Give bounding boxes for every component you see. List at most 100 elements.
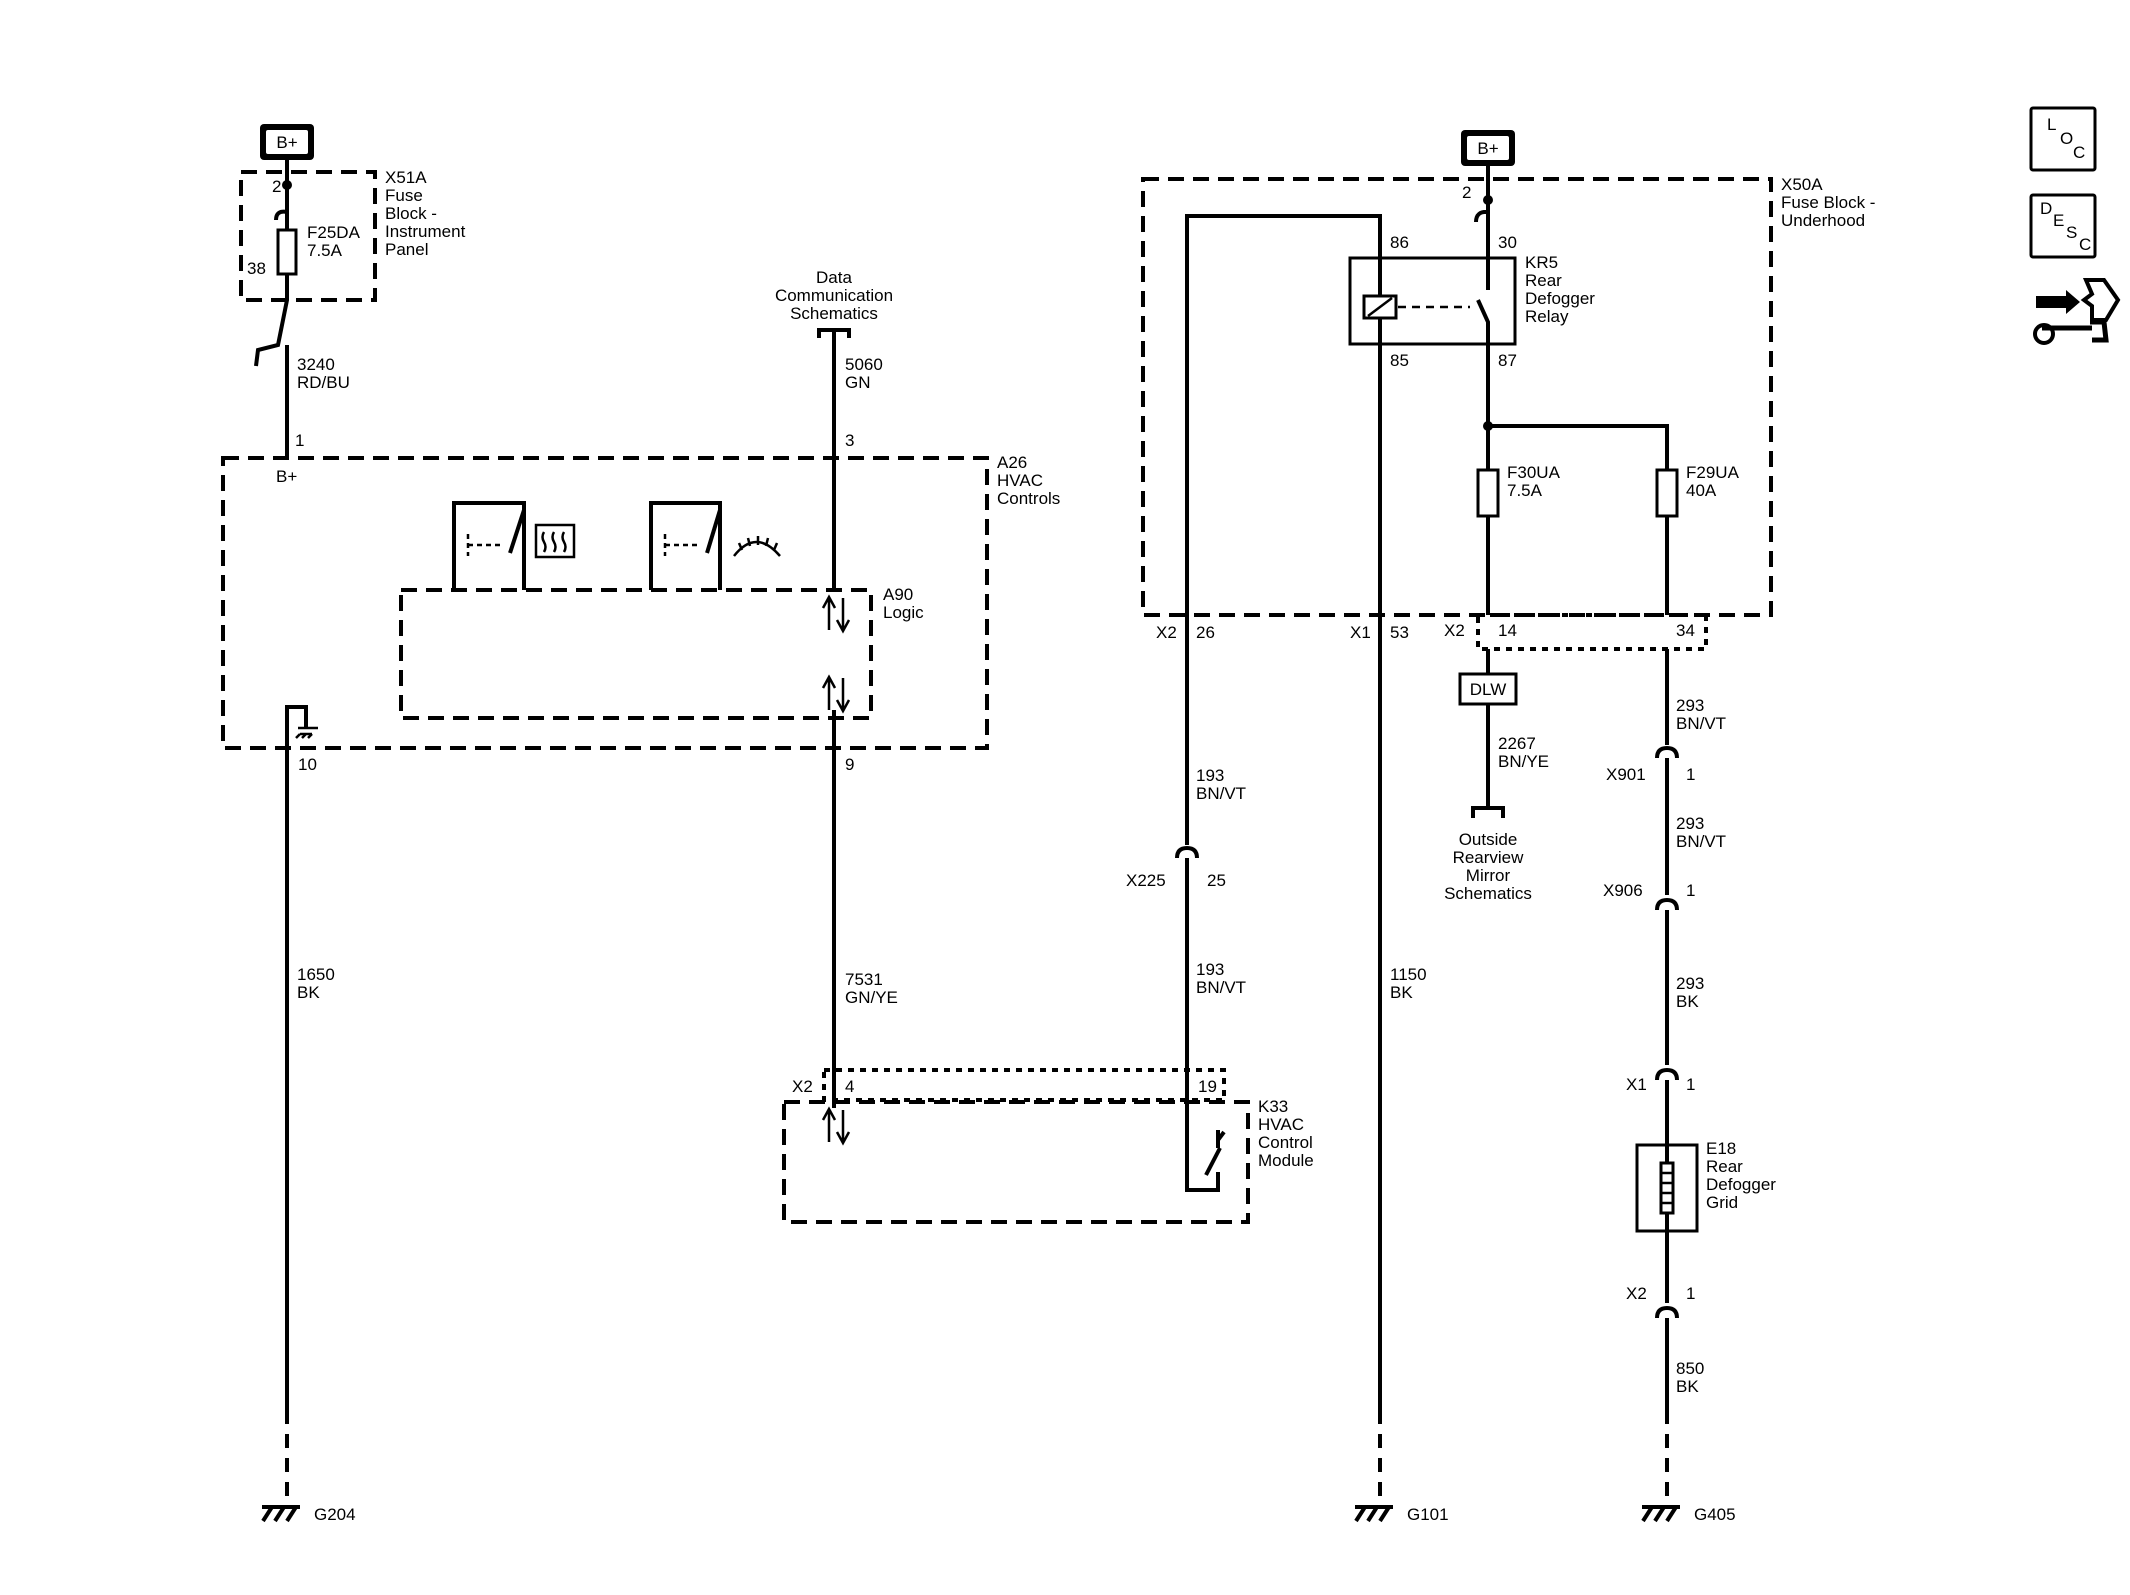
wire-850-num: 850 — [1676, 1359, 1704, 1378]
data-arrows-a90-bottom — [821, 674, 851, 714]
desc-button[interactable]: D E S C — [2029, 193, 2097, 259]
loc-l: L — [2047, 115, 2056, 134]
grid-desc-1: Rear — [1706, 1157, 1743, 1176]
wire-293b-num: 293 — [1676, 814, 1704, 833]
k33-pin-4: 4 — [845, 1077, 854, 1096]
mirror-ref-connector — [1471, 806, 1505, 818]
wire-5060-num: 5060 — [845, 355, 883, 374]
data-comm-ref-1: Data — [816, 268, 852, 287]
module-k33-outline — [782, 1100, 1250, 1224]
kr5-pin-86: 86 — [1390, 233, 1409, 252]
grid-name: E18 — [1706, 1139, 1736, 1158]
ground-g405-icon — [1641, 1505, 1680, 1523]
k33-desc-3: Module — [1258, 1151, 1314, 1170]
a26-pin-1: 1 — [295, 431, 304, 450]
connector-x2-label: X2 — [1626, 1284, 1647, 1303]
mirror-ref-1: Outside — [1459, 830, 1518, 849]
a26-pin-9: 9 — [845, 755, 854, 774]
a90-desc: Logic — [883, 603, 924, 622]
wire-193a-num: 193 — [1196, 766, 1224, 785]
a26-pin-3: 3 — [845, 431, 854, 450]
ground-g204-label: G204 — [314, 1505, 356, 1524]
mirror-ref-2: Rearview — [1453, 848, 1525, 867]
grid-desc-3: Grid — [1706, 1193, 1738, 1212]
connector-x906-pin: 1 — [1686, 881, 1695, 900]
wire-850-color: BK — [1676, 1377, 1699, 1396]
k33-rear-defog-output — [1185, 1085, 1220, 1192]
loc-c: C — [2073, 143, 2085, 162]
x50a-pin-34: 34 — [1676, 621, 1695, 640]
kr5-desc-3: Relay — [1525, 307, 1569, 326]
x50a-x2-connector — [1476, 613, 1708, 651]
wire-193b-color: BN/VT — [1196, 978, 1246, 997]
connector-x2-pin: 1 — [1686, 1284, 1695, 1303]
x51a-desc-2: Block - — [385, 204, 437, 223]
fuse-f30ua-label: F30UA — [1507, 463, 1561, 482]
grid-element-icon — [1659, 1161, 1675, 1215]
x51a-pin-out: 38 — [247, 259, 266, 278]
connector-x906 — [1655, 897, 1679, 911]
wire-3240-color: RD/BU — [297, 373, 350, 392]
fuse-f29ua-rating: 40A — [1686, 481, 1717, 500]
dlw-box — [1458, 672, 1518, 706]
desc-s: S — [2066, 223, 2077, 242]
connector-wrench-icon[interactable] — [2033, 278, 2121, 345]
loc-button[interactable]: L O C — [2029, 106, 2097, 172]
x50a-desc-1: Fuse Block - — [1781, 193, 1875, 212]
wire-2267-num: 2267 — [1498, 734, 1536, 753]
wire-2267-color: BN/YE — [1498, 752, 1549, 771]
wire-5060-color: GN — [845, 373, 871, 392]
ground-g101-label: G101 — [1407, 1505, 1449, 1524]
module-a26-outline — [221, 456, 989, 750]
a26-internal-ground — [285, 705, 308, 748]
connector-x225-label: X225 — [1126, 871, 1166, 890]
x51a-desc-1: Fuse — [385, 186, 423, 205]
a90-name: A90 — [883, 585, 913, 604]
a26-desc-1: HVAC — [997, 471, 1043, 490]
wire-7531-num: 7531 — [845, 970, 883, 989]
a26-desc-2: Controls — [997, 489, 1060, 508]
wire-1150-num: 1150 — [1390, 965, 1427, 984]
data-comm-ref-3: Schematics — [790, 304, 878, 323]
wire-1650-color: BK — [297, 983, 320, 1002]
desc-d: D — [2040, 199, 2052, 218]
dlw-label: DLW — [1470, 680, 1507, 699]
ground-g204-icon — [261, 1505, 300, 1523]
front-defrost-switch — [649, 501, 781, 590]
data-arrows-a90-top — [821, 594, 851, 634]
relay-kr5 — [1348, 256, 1517, 346]
x50a-conn-x2b: X2 — [1444, 621, 1465, 640]
kr5-pin-85: 85 — [1390, 351, 1409, 370]
kr5-desc-2: Defogger — [1525, 289, 1595, 308]
wire-1650-num: 1650 — [297, 965, 335, 984]
bplus-right-label: B+ — [1477, 139, 1498, 158]
fuse-f29ua-label: F29UA — [1686, 463, 1740, 482]
a26-bplus-label: B+ — [276, 467, 297, 486]
kr5-pin-87: 87 — [1498, 351, 1517, 370]
desc-c: C — [2079, 235, 2091, 254]
x50a-desc-2: Underhood — [1781, 211, 1865, 230]
connector-x1-pin: 1 — [1686, 1075, 1695, 1094]
x50a-pin-14: 14 — [1498, 621, 1517, 640]
rear-defog-switch — [452, 501, 576, 590]
connector-x901-label: X901 — [1606, 765, 1646, 784]
wire-293c-color: BK — [1676, 992, 1699, 1011]
mirror-ref-3: Mirror — [1466, 866, 1511, 885]
kr5-pin-30: 30 — [1498, 233, 1517, 252]
grid-desc-2: Defogger — [1706, 1175, 1776, 1194]
connector-x901-pin: 1 — [1686, 765, 1695, 784]
wire-293c-num: 293 — [1676, 974, 1704, 993]
wire-7531-color: GN/YE — [845, 988, 898, 1007]
a26-name: A26 — [997, 453, 1027, 472]
wire-293a-num: 293 — [1676, 696, 1704, 715]
x51a-name: X51A — [385, 168, 427, 187]
x51a-pin-in: 2 — [272, 177, 281, 196]
data-arrows-k33 — [821, 1106, 851, 1146]
fuse-f25da-label: F25DA — [307, 223, 361, 242]
bplus-left-terminal: B+ — [260, 124, 314, 160]
x50a-pin-in: 2 — [1462, 183, 1471, 202]
a26-pin-10: 10 — [298, 755, 317, 774]
x50a-name: X50A — [1781, 175, 1823, 194]
fuse-f29ua — [1655, 468, 1679, 518]
